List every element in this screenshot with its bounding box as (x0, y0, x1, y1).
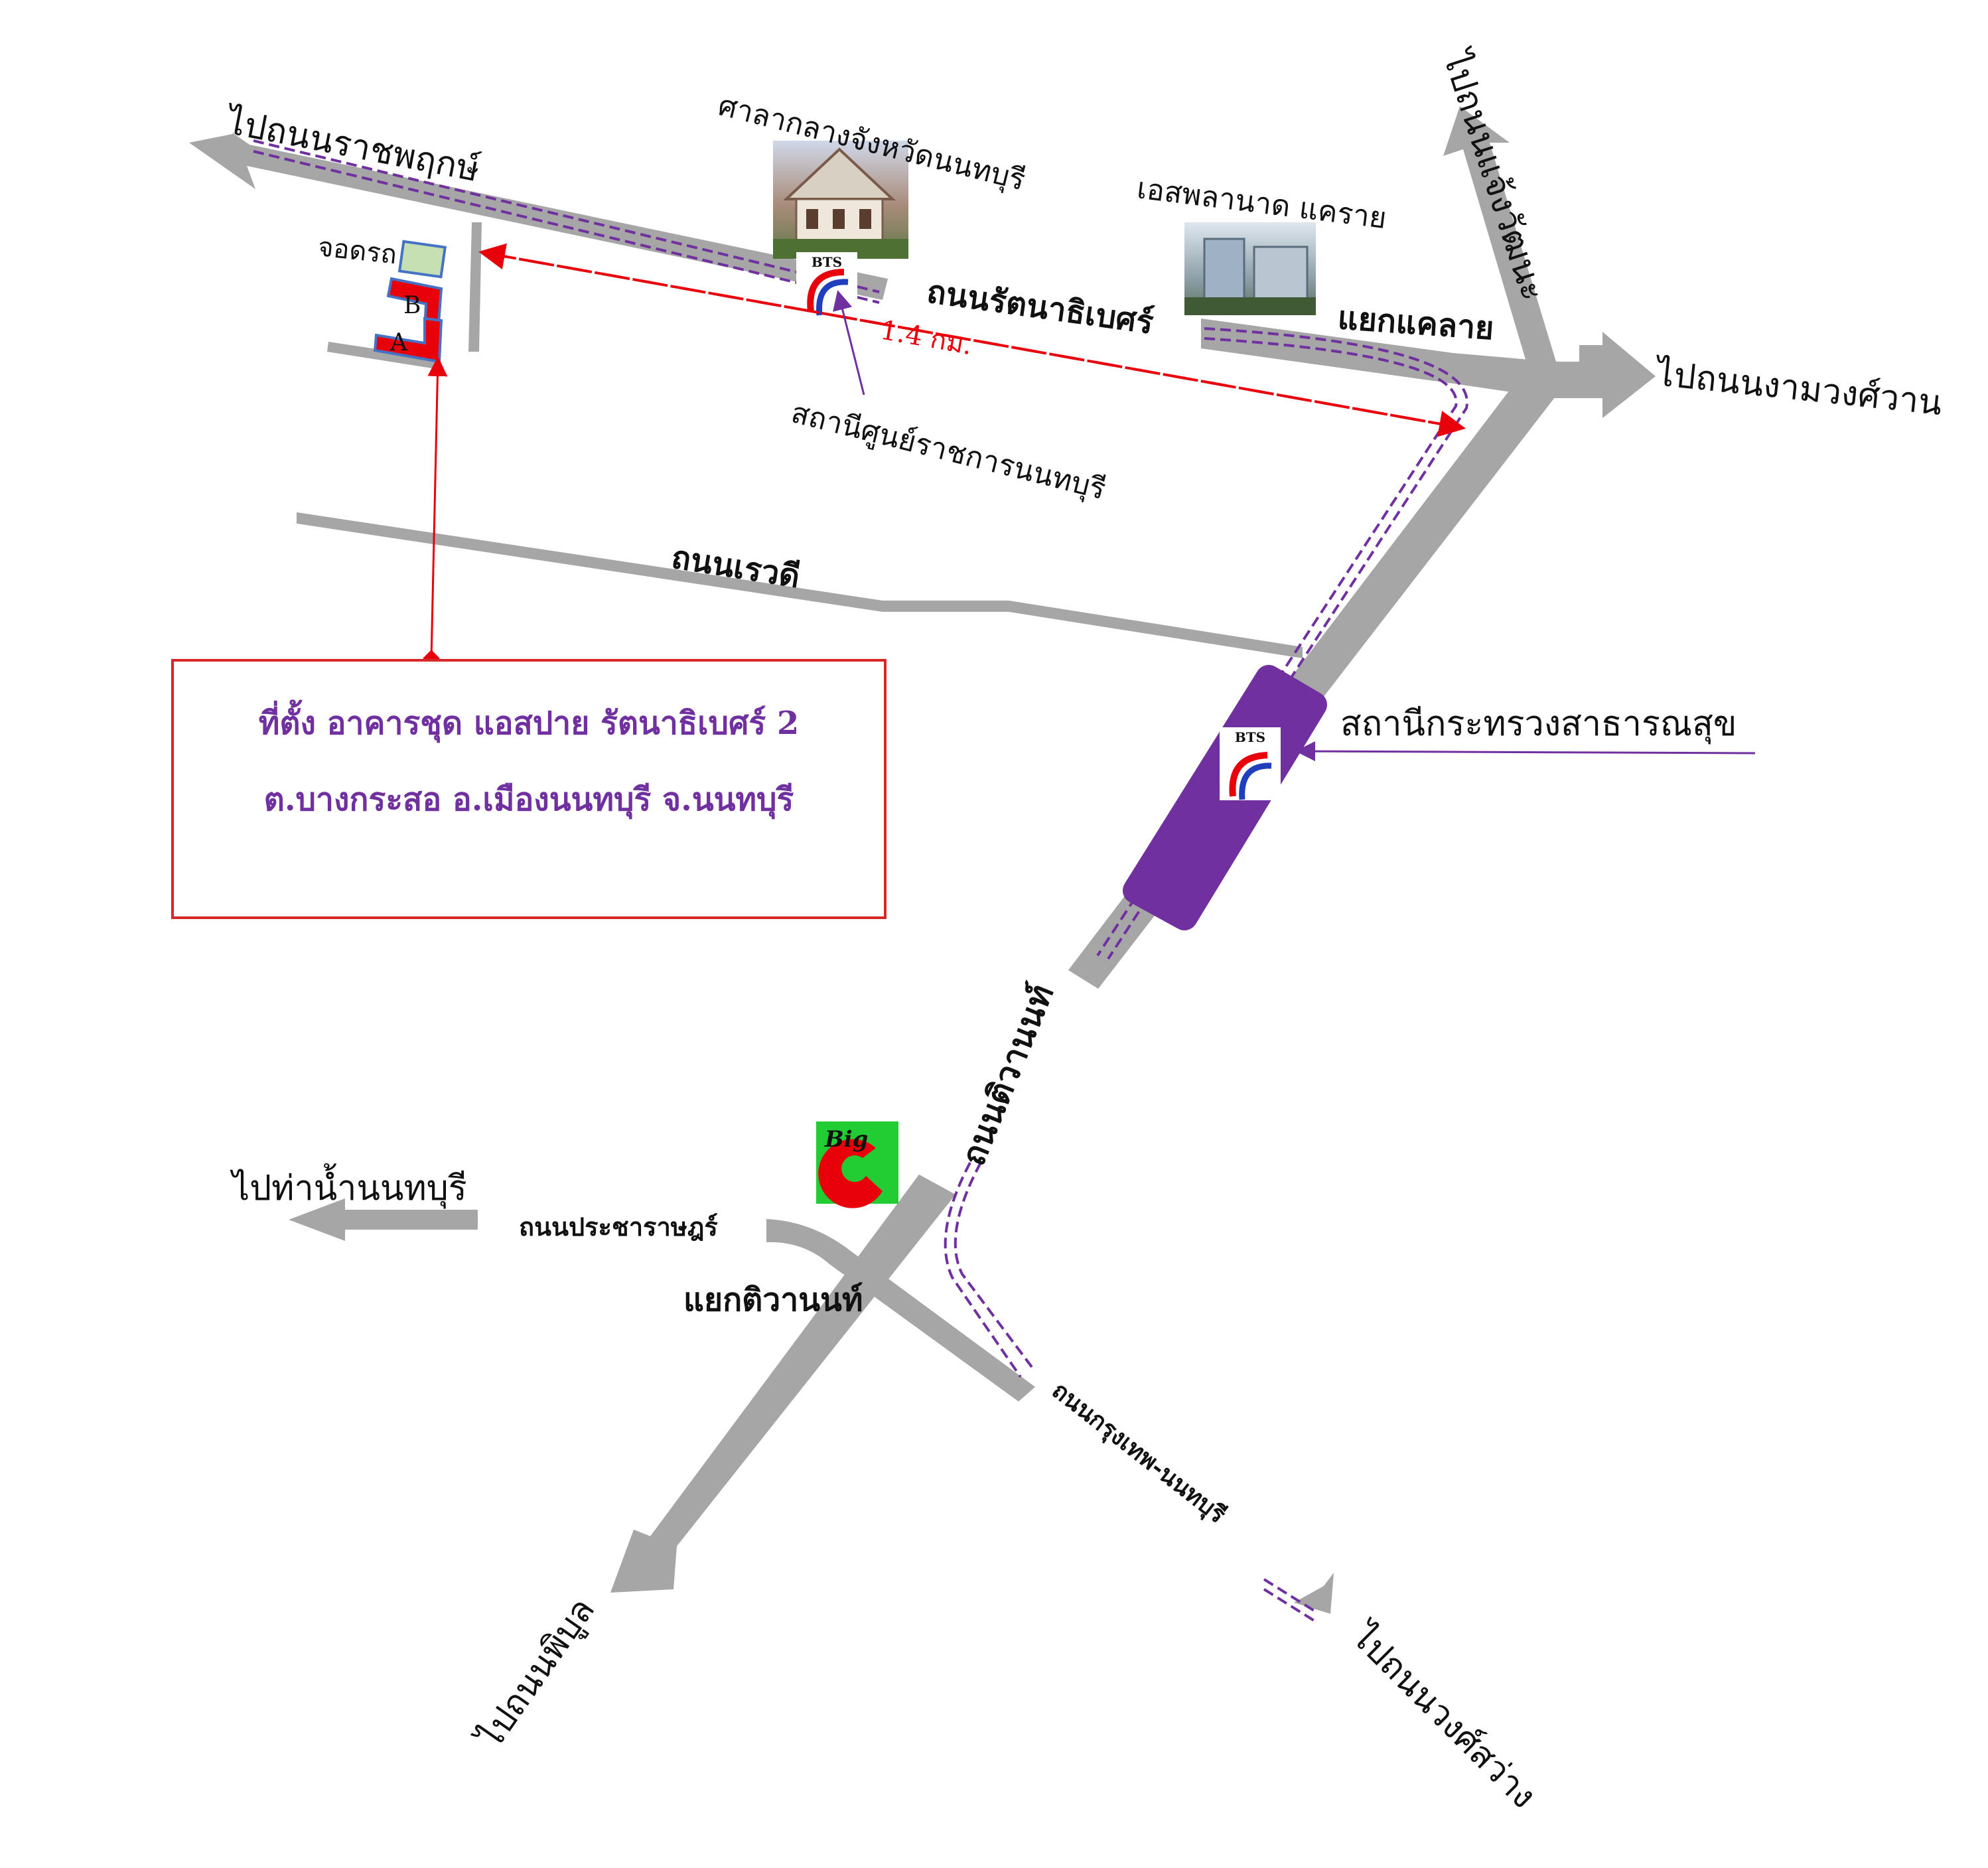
label-pracharat-road: ถนนประชาราษฎร์ (519, 1212, 718, 1242)
arrow-to-ngamwongwan (1579, 332, 1656, 418)
parking-lot (397, 240, 447, 279)
bts-logo-text: BTS (812, 254, 842, 270)
bts-purple-line (253, 139, 1468, 1624)
bts-logo-text: BTS (1235, 729, 1265, 745)
label-building-b: B (403, 292, 421, 319)
location-info-box: ที่ตั้ง อาคารชุด แอสปาย รัตนาธิเบศร์ 2 ต… (171, 659, 887, 919)
bts-logo-ministry: BTS (1220, 727, 1281, 800)
label-parking: จอดรถ (317, 232, 398, 270)
road-rewadee (297, 512, 1303, 658)
road-bangkok-nonthaburi (766, 1219, 1035, 1401)
location-pointer (423, 356, 448, 667)
label-tiwanon-junction: แยกติวานนท์ (683, 1281, 863, 1319)
road-rattanathibet-east (1201, 319, 1593, 398)
label-to-tha-nam-nonthaburi: ไปท่าน้ำนนทบุรี (230, 1163, 467, 1209)
location-line-2: ต.บางกระสอ อ.เมืองนนทบุรี จ.นนทบุรี (263, 781, 794, 818)
label-to-phibun: ไปถนนพิบูล (469, 1591, 603, 1758)
label-to-chaengwattana: ไปถนนแจ้งวัฒนะ (1434, 44, 1553, 306)
label-tiwanon-road: ถนนติวานนท์ (953, 979, 1061, 1171)
label-to-ngamwongwan: ไปถนนงามวงศ์วาน (1652, 354, 1944, 423)
location-line-1: ที่ตั้ง อาคารชุด แอสปาย รัตนาธิเบศร์ 2 (258, 705, 800, 742)
building-a (373, 317, 443, 364)
bts-logo-civic-center: BTS (796, 252, 857, 317)
label-bangkok-nonthaburi-road: ถนนกรุงเทพ-นนทบุรี (1046, 1376, 1231, 1530)
label-to-wongsawang: ไปถนนวงศ์สว่าง (1342, 1615, 1543, 1816)
arrow-to-chaengwattana (1443, 106, 1556, 362)
arrow-to-tha-nam-nonthaburi (289, 1198, 478, 1241)
station-pointer-civic-center (833, 290, 865, 395)
distance-indicator (478, 243, 1466, 437)
station-pointer-ministry (1295, 741, 1756, 762)
label-distance: 1.4 กม. (878, 315, 975, 362)
road-side-street (327, 222, 482, 369)
label-civic-center-station: สถานีศูนย์ราชการนนทบุรี (788, 395, 1109, 507)
bigc-logo-text: Big (824, 1126, 868, 1153)
label-building-a: A (390, 329, 408, 356)
bigc-logo: Big (816, 1121, 898, 1208)
arrow-to-wongsawang (1294, 1573, 1334, 1614)
label-ministry-station: สถานีกระทรวงสาธารณสุข (1340, 704, 1737, 745)
esplanade-photo (1184, 222, 1316, 315)
road-rattanathibet-west (189, 133, 888, 300)
label-khae-rai-junction: แยกแคลาย (1336, 299, 1495, 347)
